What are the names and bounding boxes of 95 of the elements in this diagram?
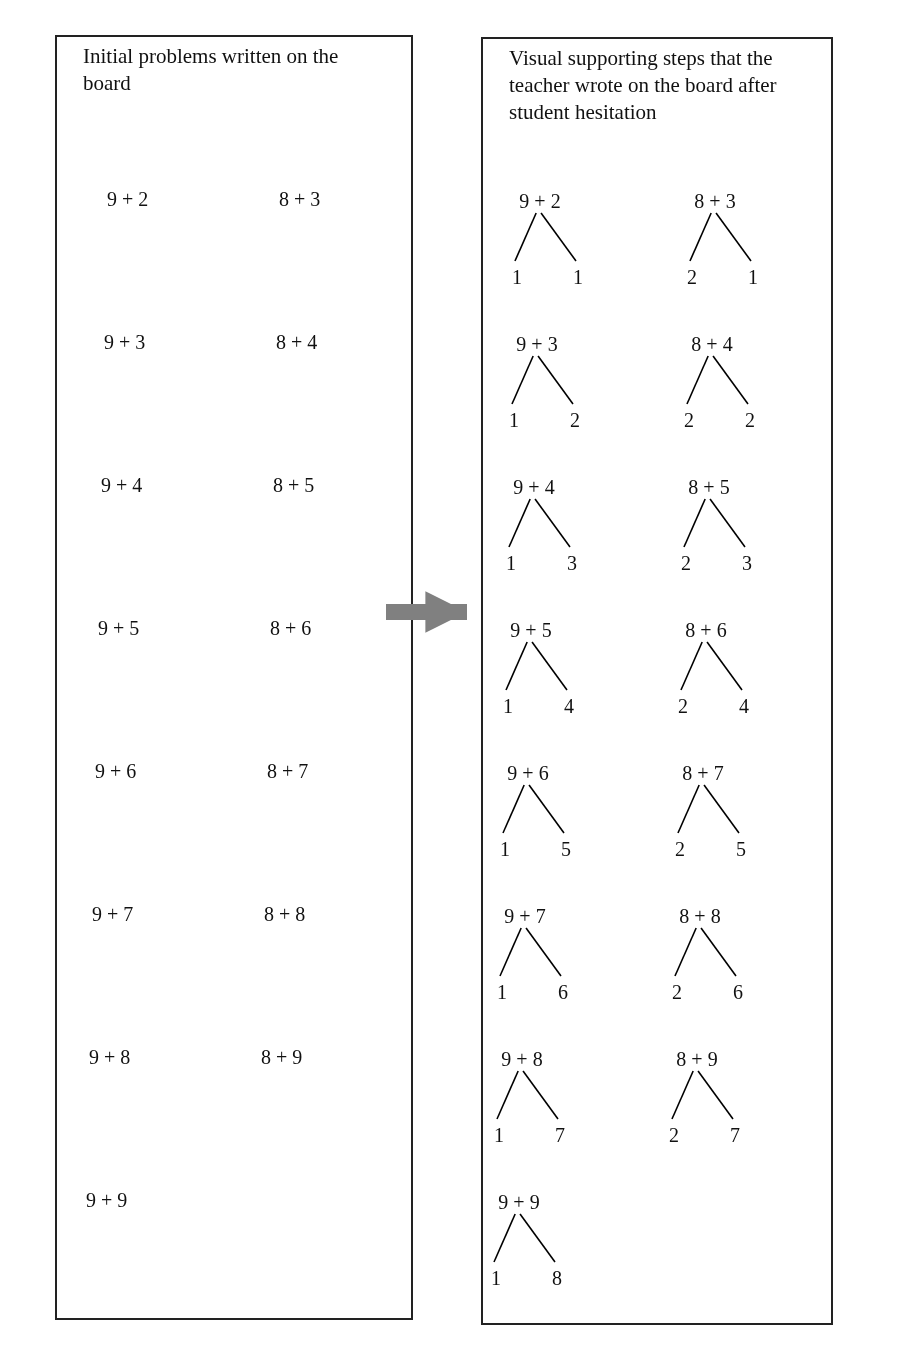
branch-line — [674, 927, 697, 977]
sum-expression: 8 + 7 — [676, 761, 730, 785]
branch-line — [677, 784, 700, 834]
branch-line — [540, 212, 577, 262]
sum-expression: 8 + 9 — [670, 1047, 724, 1071]
panel-heading: Visual supporting steps that the teacher wrote on the board after student hesitation — [509, 45, 778, 126]
addend-number: 1 — [495, 837, 515, 861]
addend-number: 1 — [498, 694, 518, 718]
addend-number: 2 — [667, 980, 687, 1004]
addition-problem: 9 + 4 — [101, 473, 143, 497]
branch-line — [534, 498, 571, 548]
addend-number: 8 — [547, 1266, 567, 1290]
addition-problem: 8 + 9 — [261, 1045, 303, 1069]
board-panel — [481, 37, 833, 1325]
branch-line — [712, 355, 749, 405]
branch-line — [525, 927, 562, 977]
branch-line — [528, 784, 565, 834]
branch-line — [671, 1070, 694, 1120]
addition-problem: 9 + 7 — [92, 902, 134, 926]
addend-number: 4 — [734, 694, 754, 718]
sum-expression: 9 + 2 — [513, 189, 567, 213]
addition-problem: 9 + 8 — [89, 1045, 131, 1069]
addend-number: 3 — [562, 551, 582, 575]
branch-line — [519, 1213, 556, 1263]
addend-number: 2 — [670, 837, 690, 861]
branch-line — [493, 1213, 516, 1263]
sum-expression: 9 + 5 — [504, 618, 558, 642]
addend-number: 2 — [664, 1123, 684, 1147]
branch-line — [496, 1070, 519, 1120]
sum-expression: 9 + 9 — [492, 1190, 546, 1214]
branch-line — [514, 212, 537, 262]
sum-expression: 8 + 8 — [673, 904, 727, 928]
board-panel — [55, 35, 413, 1320]
addition-problem: 8 + 6 — [270, 616, 312, 640]
addend-number: 2 — [740, 408, 760, 432]
addition-problem: 9 + 2 — [107, 187, 149, 211]
addition-problem: 8 + 4 — [276, 330, 318, 354]
branch-line — [499, 927, 522, 977]
addend-number: 1 — [489, 1123, 509, 1147]
branch-line — [689, 212, 712, 262]
addend-number: 1 — [492, 980, 512, 1004]
sum-expression: 9 + 3 — [510, 332, 564, 356]
addend-number: 1 — [501, 551, 521, 575]
branch-line — [537, 355, 574, 405]
sum-expression: 9 + 7 — [498, 904, 552, 928]
addend-number: 2 — [676, 551, 696, 575]
addend-number: 2 — [682, 265, 702, 289]
addition-problem: 8 + 3 — [279, 187, 321, 211]
addend-number: 1 — [486, 1266, 506, 1290]
addend-number: 2 — [679, 408, 699, 432]
addend-number: 7 — [550, 1123, 570, 1147]
branch-line — [683, 498, 706, 548]
branch-line — [697, 1070, 734, 1120]
panel-heading: Initial problems written on the board — [83, 43, 340, 97]
branch-line — [703, 784, 740, 834]
sum-expression: 8 + 6 — [679, 618, 733, 642]
addend-number: 3 — [737, 551, 757, 575]
addend-number: 1 — [743, 265, 763, 289]
branch-line — [700, 927, 737, 977]
addition-problem: 9 + 6 — [95, 759, 137, 783]
addend-number: 1 — [504, 408, 524, 432]
sum-expression: 9 + 4 — [507, 475, 561, 499]
branch-line — [706, 641, 743, 691]
sum-expression: 9 + 8 — [495, 1047, 549, 1071]
branch-line — [531, 641, 568, 691]
addition-problem: 9 + 3 — [104, 330, 146, 354]
addition-problem: 8 + 7 — [267, 759, 309, 783]
addend-number: 5 — [556, 837, 576, 861]
addend-number: 4 — [559, 694, 579, 718]
addend-number: 6 — [553, 980, 573, 1004]
branch-line — [680, 641, 703, 691]
branch-line — [505, 641, 528, 691]
sum-expression: 8 + 3 — [688, 189, 742, 213]
addend-number: 2 — [565, 408, 585, 432]
branch-line — [502, 784, 525, 834]
addition-problem: 9 + 9 — [86, 1188, 128, 1212]
addend-number: 2 — [673, 694, 693, 718]
addend-number: 1 — [568, 265, 588, 289]
branch-line — [709, 498, 746, 548]
branch-line — [508, 498, 531, 548]
block-arrow — [386, 591, 467, 633]
branch-line — [522, 1070, 559, 1120]
addend-number: 7 — [725, 1123, 745, 1147]
sum-expression: 9 + 6 — [501, 761, 555, 785]
branch-line — [715, 212, 752, 262]
addend-number: 6 — [728, 980, 748, 1004]
sum-expression: 8 + 5 — [682, 475, 736, 499]
branch-line — [511, 355, 534, 405]
addition-problem: 8 + 8 — [264, 902, 306, 926]
addition-problem: 8 + 5 — [273, 473, 315, 497]
addition-problem: 9 + 5 — [98, 616, 140, 640]
branch-line — [686, 355, 709, 405]
sum-expression: 8 + 4 — [685, 332, 739, 356]
addend-number: 1 — [507, 265, 527, 289]
addend-number: 5 — [731, 837, 751, 861]
